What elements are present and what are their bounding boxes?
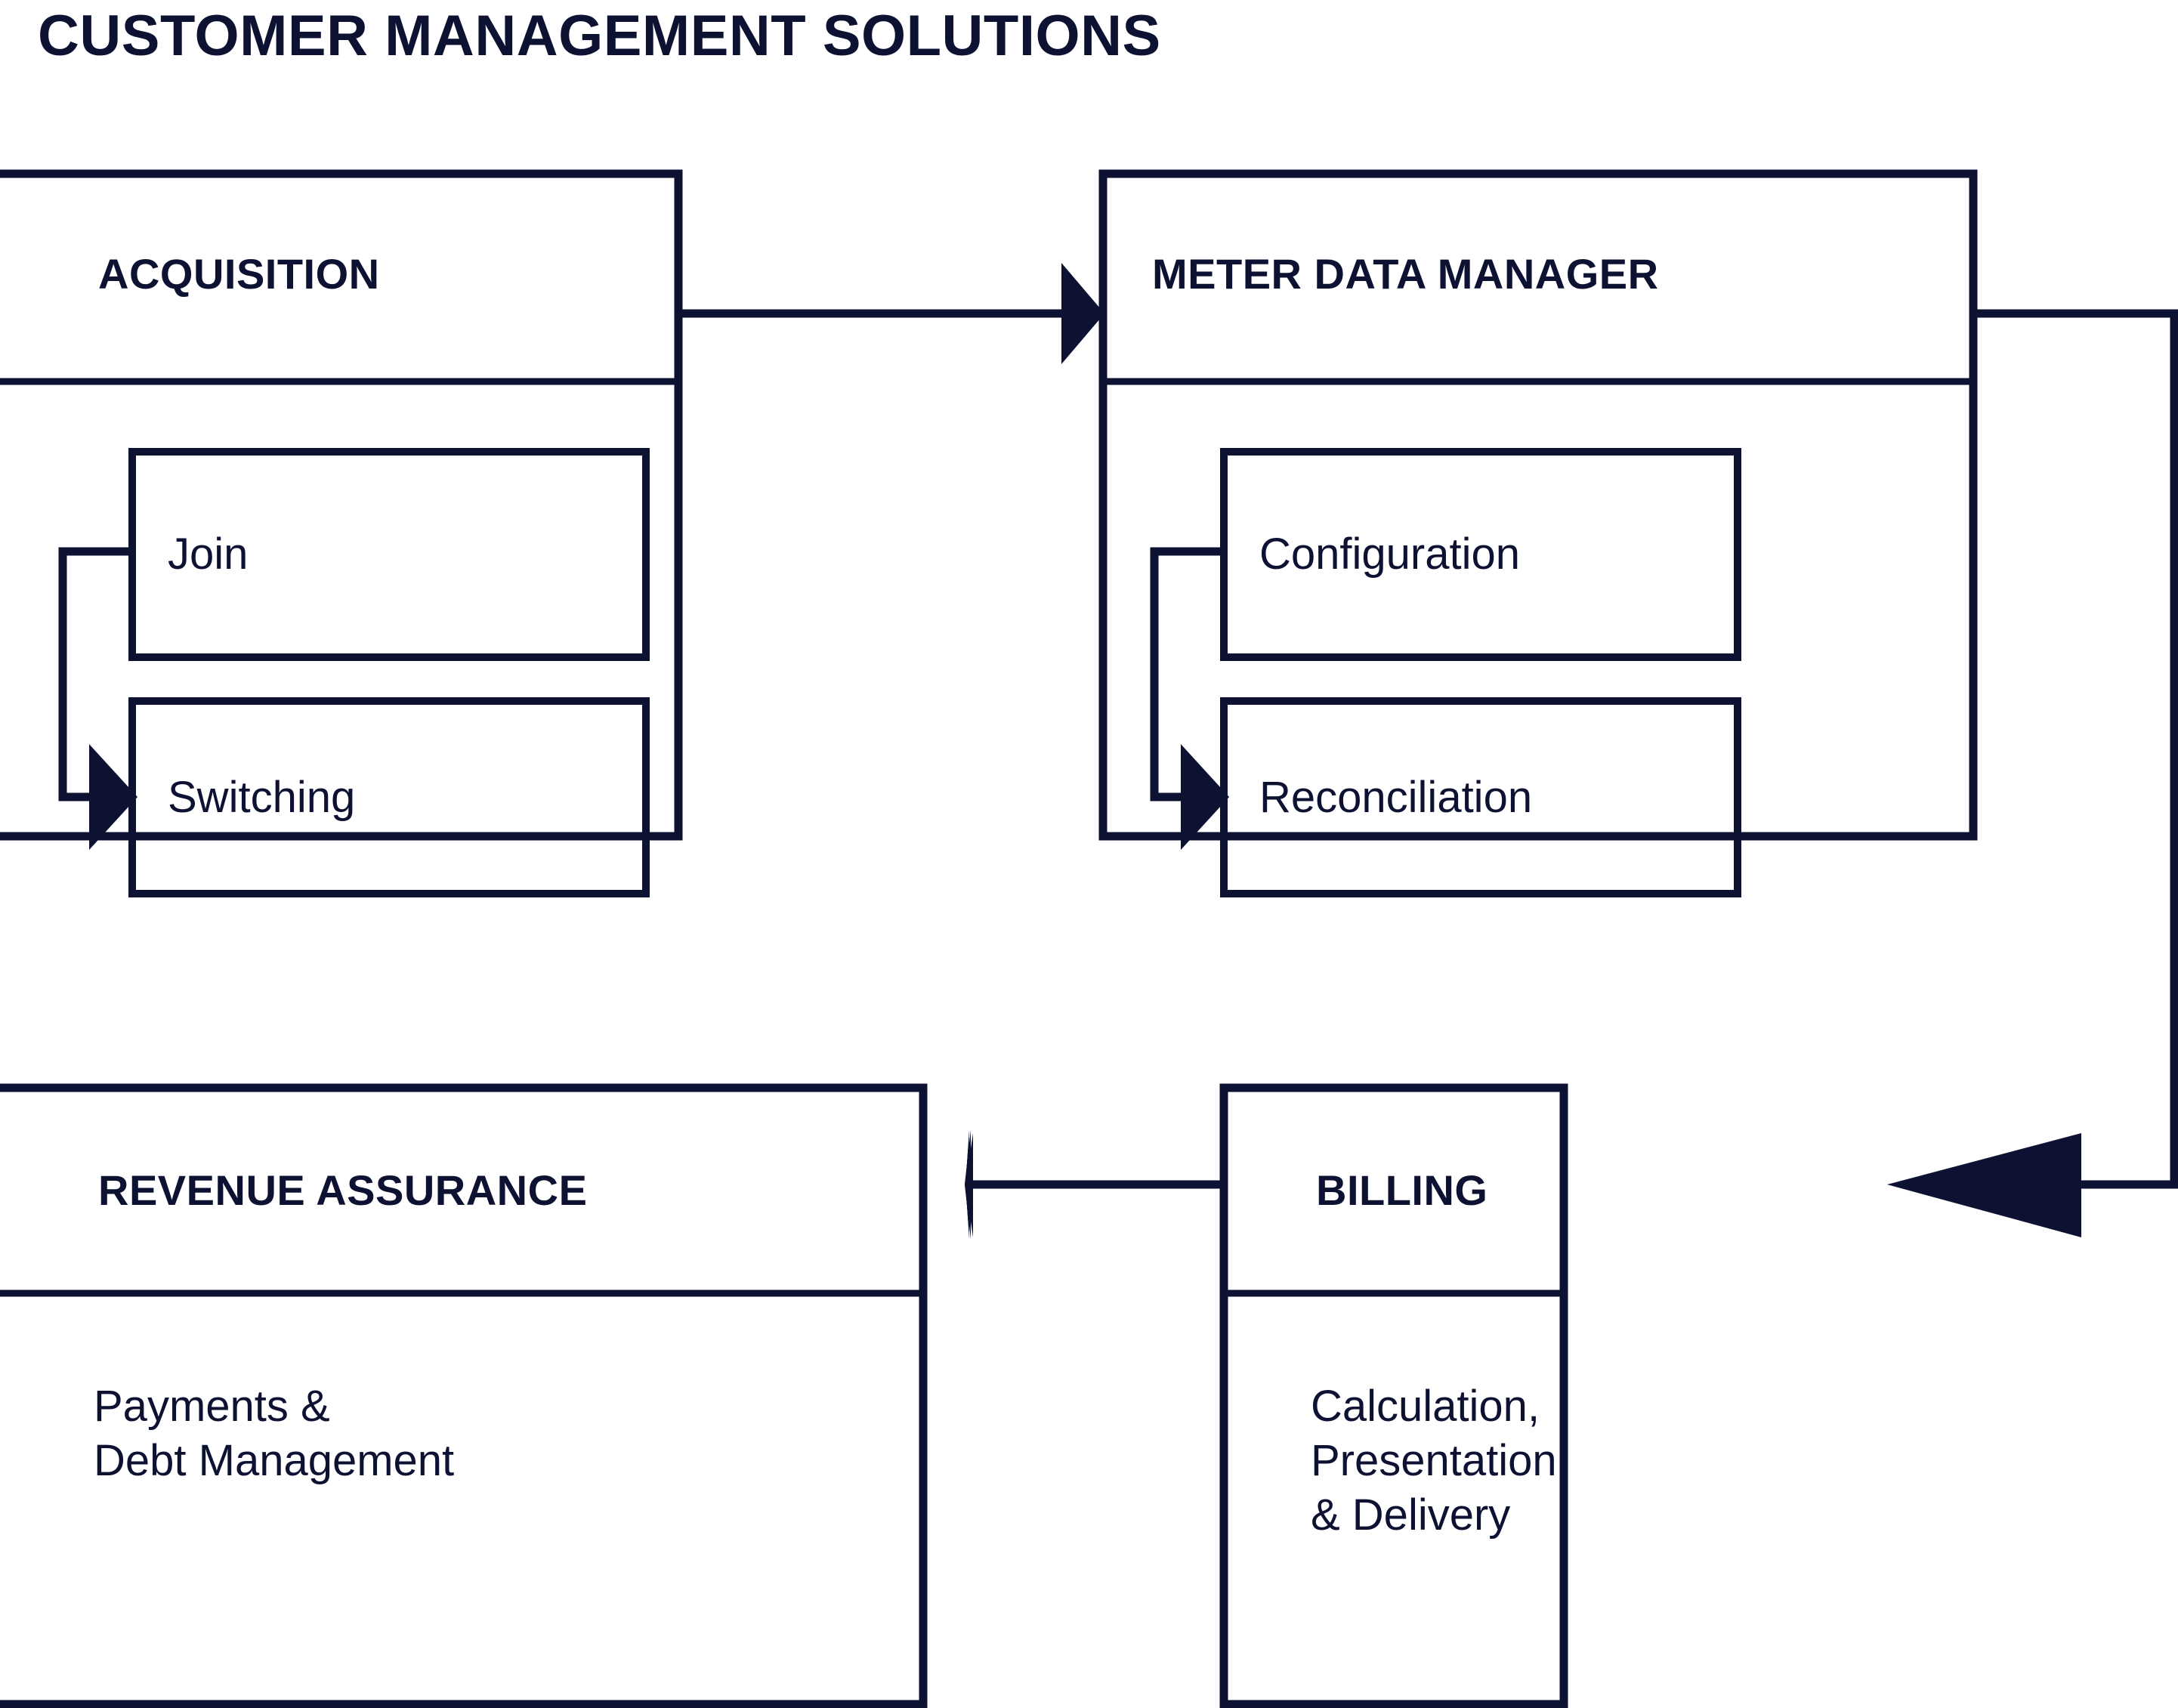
billing-body: Calculation, Presentation & Delivery: [1311, 1382, 1557, 1540]
reconciliation-label[interactable]: Reconciliation: [1259, 773, 1533, 822]
arrowhead-join-to-switching: [89, 744, 137, 850]
join-label[interactable]: Join: [168, 530, 249, 579]
connector-mdm-to-billing: [1973, 309, 2178, 1189]
arrowhead-acquisition-to-mdm: [1061, 263, 1104, 364]
arrowhead-configuration-to-reconciliation: [1181, 744, 1229, 850]
arrowhead-revenue-tip: [965, 1131, 971, 1238]
connector-join-to-switching: [58, 547, 132, 801]
connector-configuration-to-reconciliation: [1150, 547, 1224, 801]
revenue-assurance-body: Payments & Debt Management: [94, 1382, 455, 1485]
revenue-assurance-heading: REVENUE ASSURANCE: [98, 1166, 588, 1214]
billing-panel-outline: [1219, 1083, 1568, 1708]
billing-heading: BILLING: [1316, 1166, 1488, 1214]
page-title: CUSTOMER MANAGEMENT SOLUTIONS: [38, 4, 1161, 68]
arrowhead-mdm-to-billing: [1887, 1133, 2081, 1237]
acquisition-heading: ACQUISITION: [98, 250, 380, 298]
switching-label[interactable]: Switching: [168, 773, 356, 822]
meter-data-manager-heading: METER DATA MANAGER: [1152, 250, 1659, 298]
configuration-label[interactable]: Configuration: [1259, 530, 1520, 579]
meter-data-manager-panel-outline: [1098, 169, 1978, 841]
revenue-assurance-panel-outline: [0, 1083, 928, 1708]
acquisition-panel-outline: [0, 169, 683, 841]
